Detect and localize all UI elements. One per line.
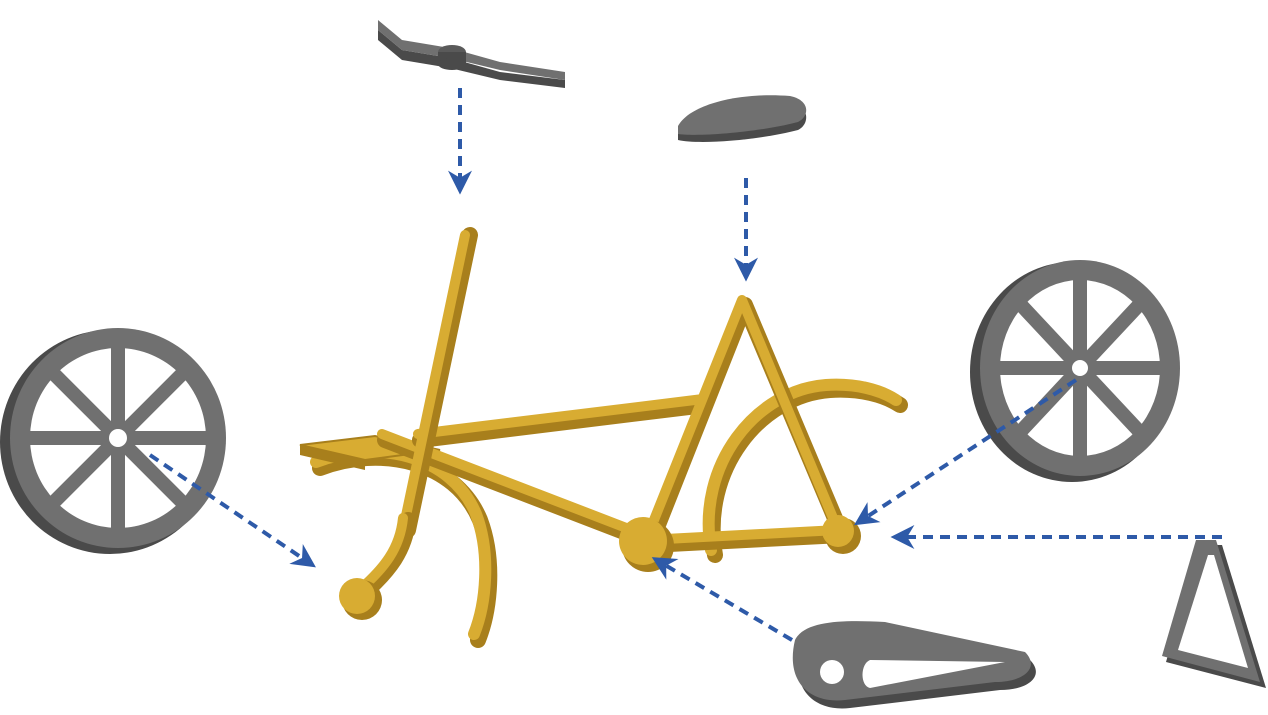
top-tube xyxy=(412,397,713,448)
front-wheel-part xyxy=(0,328,226,554)
arrow-rear-wheel xyxy=(853,378,1078,526)
arrow-chain-guard xyxy=(651,557,794,642)
kickstand-part xyxy=(1162,540,1266,688)
arrow-front-wheel xyxy=(148,453,316,568)
chain-guard-part xyxy=(792,621,1036,709)
bicycle-frame xyxy=(299,227,908,648)
handlebar-part xyxy=(378,20,565,88)
saddle-part xyxy=(678,95,807,142)
rear-wheel-part xyxy=(970,260,1180,482)
assembly-arrows xyxy=(148,88,1222,642)
